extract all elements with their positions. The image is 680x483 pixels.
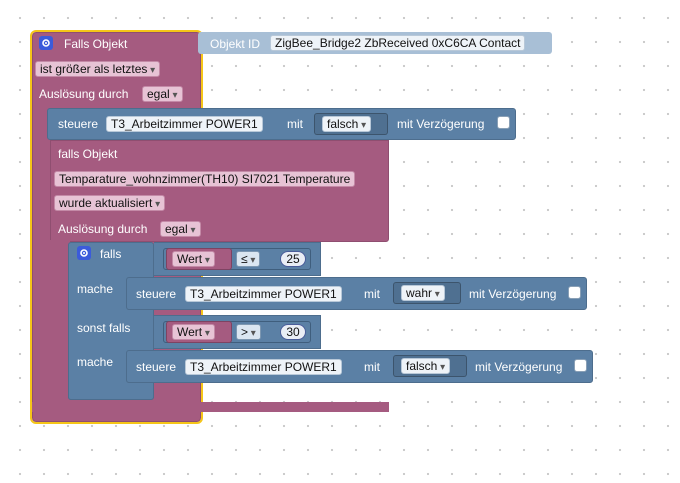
variable-dropdown-1[interactable]: Wert [172, 251, 215, 267]
do2-label: mache [77, 355, 114, 369]
control-do2-delay-label: mit Verzögerung [475, 360, 563, 374]
with-label: mit [287, 117, 303, 131]
control-do1-target-field[interactable]: T3_Arbeitzimmer POWER1 [185, 286, 342, 302]
delay-checkbox[interactable] [497, 116, 510, 129]
trigger-block-inner[interactable] [50, 140, 389, 242]
operator-dropdown-2[interactable]: > [236, 324, 261, 340]
control-do1-delay-checkbox[interactable] [568, 286, 581, 299]
control-do1-label: steuere [136, 287, 177, 301]
inner-trigger-by-label: Auslösung durch [58, 222, 148, 236]
trigger-title: Falls Objekt [64, 37, 128, 51]
inner-condition-dropdown[interactable]: wurde aktualisiert [54, 195, 166, 211]
control-label: steuere [58, 117, 99, 131]
inner-trigger-title: falls Objekt [58, 147, 118, 161]
do-label: mache [77, 282, 114, 296]
control-do2-value-dropdown[interactable]: falsch [401, 358, 451, 374]
gear-icon[interactable] [39, 36, 53, 50]
trigger-by-dropdown[interactable]: egal [142, 86, 183, 102]
control-do1-delay-label: mit Verzögerung [469, 287, 557, 301]
number-field-2[interactable]: 30 [280, 324, 306, 340]
inner-trigger-by-dropdown[interactable]: egal [160, 221, 201, 237]
control-do2-target-field[interactable]: T3_Arbeitzimmer POWER1 [185, 359, 342, 375]
delay-label: mit Verzögerung [397, 117, 485, 131]
value-dropdown[interactable]: falsch [322, 116, 372, 132]
control-do2-label: steuere [136, 360, 177, 374]
if-gear-icon[interactable] [77, 246, 91, 260]
trigger-by-label: Auslösung durch [39, 87, 129, 101]
inner-object-field[interactable]: Temparature_wohnzimmer(TH10) SI7021 Temp… [54, 171, 356, 187]
control-do2-delay-checkbox[interactable] [574, 359, 587, 372]
object-id-label: Objekt ID [210, 37, 261, 51]
object-id-field[interactable]: ZigBee_Bridge2 ZbReceived 0xC6CA Contact [270, 35, 526, 51]
else-if-label: sonst falls [77, 321, 131, 335]
control-do2-with-label: mit [364, 360, 380, 374]
number-field-1[interactable]: 25 [280, 251, 306, 267]
control-do1-with-label: mit [364, 287, 380, 301]
variable-dropdown-2[interactable]: Wert [172, 324, 215, 340]
trigger-block-inner-body [50, 240, 70, 405]
if-label: falls [100, 247, 122, 261]
control-target-field[interactable]: T3_Arbeitzimmer POWER1 [106, 116, 263, 132]
condition-dropdown[interactable]: ist größer als letztes [35, 61, 161, 77]
if-block-bottom [68, 383, 154, 400]
control-do1-value-dropdown[interactable]: wahr [401, 285, 445, 301]
operator-dropdown-1[interactable]: ≤ [236, 251, 261, 267]
trigger-block-outer-bottom [32, 402, 389, 412]
